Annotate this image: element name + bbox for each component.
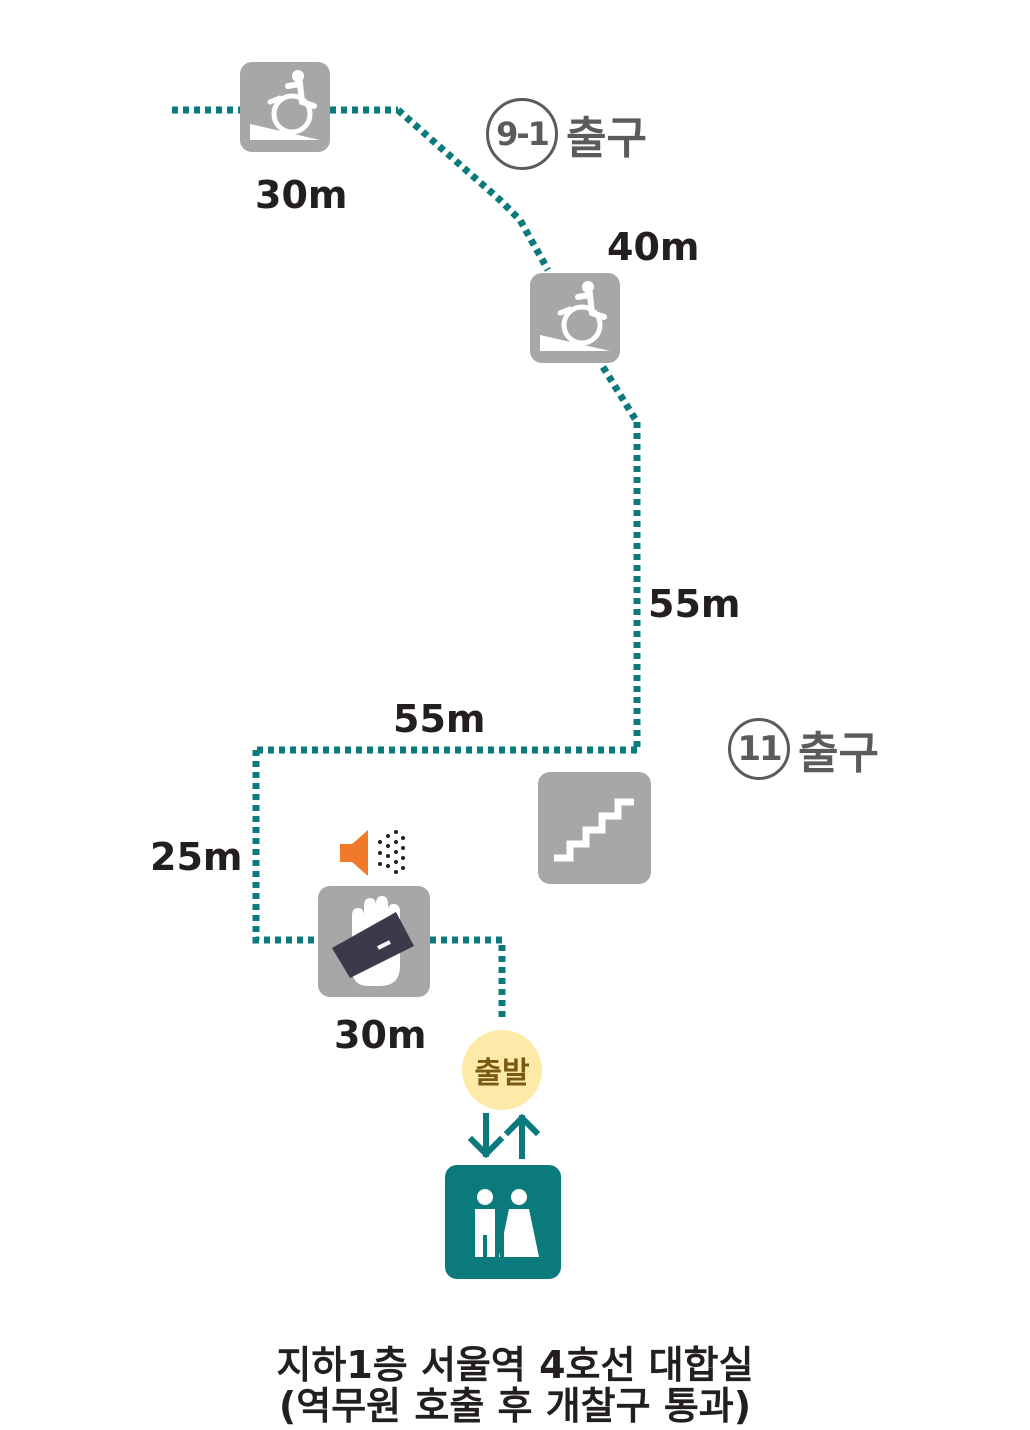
path-segment-left — [252, 750, 318, 944]
wheelchair-ramp-icon — [530, 273, 620, 363]
distance-label-top-left: 30m — [255, 173, 348, 217]
start-marker: 출발 — [462, 1030, 542, 1110]
caption-line-2: (역무원 호출 후 개찰구 통과) — [278, 1384, 752, 1428]
exit-suffix: 출구 — [798, 728, 879, 779]
path-segment-right-diagonal — [600, 365, 640, 424]
exit-11-label: 11 출구 — [728, 717, 879, 781]
speaker-icon — [338, 826, 410, 880]
wheelchair-ramp-icon — [240, 62, 330, 152]
restroom-icon — [445, 1165, 561, 1279]
start-label: 출발 — [474, 1056, 530, 1091]
card-gate-icon — [318, 886, 430, 997]
exit-number-badge: 11 — [728, 718, 790, 780]
down-up-arrows-icon — [464, 1112, 544, 1160]
caption-line-1: 지하1층 서울역 4호선 대합실 — [276, 1343, 754, 1387]
distance-label-left-vertical: 25m — [150, 835, 243, 879]
stairs-icon — [538, 772, 651, 884]
distance-label-top-right: 40m — [607, 225, 700, 269]
distance-label-right-vertical: 55m — [648, 582, 741, 626]
exit-suffix: 출구 — [566, 113, 647, 164]
distance-label-bottom: 30m — [334, 1013, 427, 1057]
exit-number-badge: 9-1 — [486, 98, 558, 170]
distance-label-middle: 55m — [393, 697, 486, 741]
exit-9-1-label: 9-1 출구 — [486, 98, 647, 170]
path-segment-bottom — [430, 936, 506, 1022]
path-segment-diagonal — [395, 107, 552, 272]
